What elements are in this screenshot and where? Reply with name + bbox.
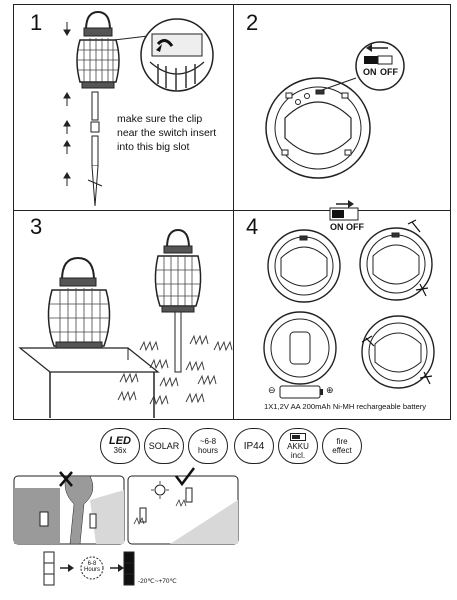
step4-ring-4: [361, 315, 435, 389]
akku-label: AKKU: [287, 441, 309, 451]
instruction-line-1: make sure the clip: [117, 113, 203, 125]
effect-label: effect: [332, 446, 352, 455]
grid-vertical-divider: [233, 5, 234, 419]
hours-unit: hours: [197, 446, 218, 455]
led-badge: LED 36x: [100, 428, 140, 464]
battery-spec: 1X1,2V AA 200mAh Ni-MH rechargeable batt…: [264, 402, 427, 411]
charge-hours: 6-8 Hours: [82, 561, 102, 573]
step4-ring-1: [267, 229, 341, 303]
charge-sequence: [43, 551, 135, 586]
step4-ring-3: [263, 311, 337, 385]
ip44-badge: IP44: [234, 428, 274, 464]
step-number-1: 1: [30, 10, 43, 35]
akku-badge: AKKU incl.: [278, 428, 318, 464]
correct-placement-panel: [127, 467, 239, 545]
step4-ring-2: [359, 227, 433, 301]
solar-label: SOLAR: [148, 440, 180, 451]
fire-effect-badge: fire effect: [322, 428, 362, 464]
grid-horizontal-divider: [14, 210, 450, 211]
battery-icon: [290, 432, 306, 441]
hours-range: ~6-8: [199, 437, 217, 446]
clip-instruction: make sure the clip near the switch inser…: [117, 112, 227, 154]
wrong-placement-panel: [13, 471, 125, 545]
temperature-range: -20℃~+70℃: [138, 578, 177, 585]
step4-switch-off-label: OFF: [346, 222, 364, 232]
battery-plus-sign: ⊕: [326, 385, 334, 395]
step4-switch-on-label: ON: [330, 222, 344, 232]
solar-badge: SOLAR: [144, 428, 184, 464]
switch-off-label: OFF: [380, 67, 398, 77]
step-number-4: 4: [246, 214, 259, 239]
battery-minus-sign: ⊖: [268, 385, 276, 395]
charge-hours-range: 6-8: [87, 561, 97, 567]
charge-hours-unit: Hours: [83, 567, 100, 573]
instruction-grid: [13, 4, 451, 420]
fire-label: fire: [336, 437, 348, 446]
switch-on-label: ON: [363, 67, 377, 77]
step-number-2: 2: [246, 10, 259, 35]
led-count: 36x: [113, 446, 127, 455]
instruction-line-2: near the switch insert: [117, 127, 217, 139]
hours-badge: ~6-8 hours: [188, 428, 228, 464]
instruction-line-3: into this big slot: [117, 141, 190, 153]
akku-sub: incl.: [290, 450, 306, 460]
step-number-3: 3: [30, 214, 43, 239]
ip-rating: IP44: [243, 440, 265, 452]
led-label: LED: [109, 435, 131, 447]
